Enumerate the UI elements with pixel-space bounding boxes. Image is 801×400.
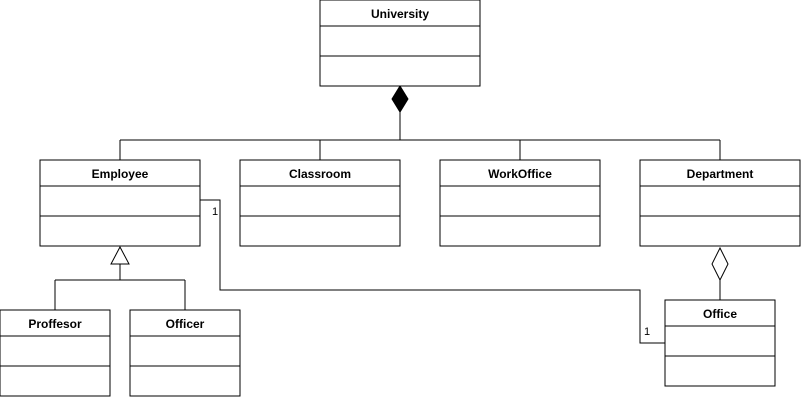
association-multiplicity-office: 1 xyxy=(644,326,650,338)
class-name: Employee xyxy=(92,167,149,181)
class-classroom[interactable]: Classroom xyxy=(239,159,401,247)
class-name: University xyxy=(371,7,429,21)
class-proffesor[interactable]: Proffesor xyxy=(0,309,111,397)
class-name: Proffesor xyxy=(28,317,82,331)
association-connector xyxy=(200,199,665,344)
class-office[interactable]: Office xyxy=(664,299,776,387)
class-name: Department xyxy=(687,167,754,181)
generalization-triangle-icon xyxy=(110,245,130,265)
class-officer[interactable]: Officer xyxy=(129,309,241,397)
class-name: Classroom xyxy=(289,167,351,181)
class-name: Officer xyxy=(166,317,205,331)
composition-diamond-icon xyxy=(391,85,409,113)
composition-connector xyxy=(119,112,721,160)
class-university[interactable]: University xyxy=(319,0,481,87)
class-name: WorkOffice xyxy=(488,167,552,181)
aggregation-diamond-icon xyxy=(711,246,729,282)
association-multiplicity-employee: 1 xyxy=(212,206,218,218)
class-workoffice[interactable]: WorkOffice xyxy=(439,159,601,247)
class-name: Office xyxy=(703,307,737,321)
class-department[interactable]: Department xyxy=(639,159,801,247)
generalization-connector xyxy=(54,264,186,310)
class-employee[interactable]: Employee xyxy=(39,159,201,247)
